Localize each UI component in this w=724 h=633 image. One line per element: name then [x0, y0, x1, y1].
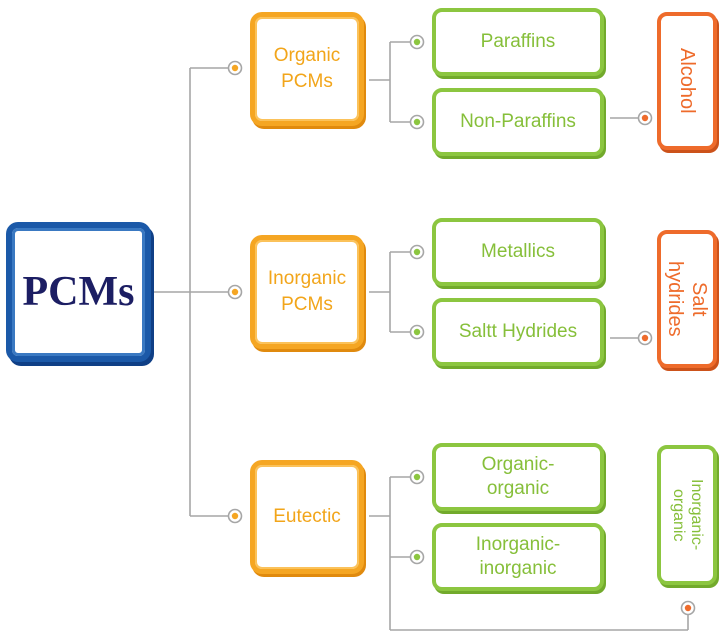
- connector-dot-icon: [227, 60, 243, 76]
- example-alcohol: Alcohol: [657, 12, 717, 150]
- subtype-label: Organic- organic: [481, 454, 555, 499]
- subtype-non-paraffins: Non-Paraffins: [432, 88, 604, 156]
- category-eutectic: Eutectic: [250, 460, 364, 574]
- connector-dot-icon: [680, 600, 696, 616]
- connector-dot-icon: [409, 114, 425, 130]
- example-salt-hydrides: Salt hydrides: [657, 230, 717, 368]
- example-label: Inorganic- organic: [670, 479, 705, 551]
- subtype-label: Inorganic- inorganic: [475, 534, 561, 579]
- category-label: Inorganic PCMs: [267, 268, 347, 315]
- category-inorganic-pcms: Inorganic PCMs: [250, 235, 364, 349]
- category-label: Eutectic: [273, 506, 341, 527]
- example-inorganic-organic: Inorganic- organic: [657, 445, 717, 585]
- connector-dot-icon: [409, 469, 425, 485]
- example-label: Salt hydrides: [664, 261, 710, 337]
- connector-dot-icon: [227, 284, 243, 300]
- connector-dot-icon: [637, 110, 653, 126]
- example-label: Alcohol: [676, 48, 698, 114]
- connector-dot-icon: [227, 508, 243, 524]
- category-label: Organic PCMs: [273, 45, 341, 92]
- connector-dot-icon: [409, 34, 425, 50]
- root-label: PCMs: [22, 269, 135, 315]
- subtype-inorganic-inorganic: Inorganic- inorganic: [432, 523, 604, 591]
- subtype-salt-hydrides: Saltt Hydrides: [432, 298, 604, 366]
- subtype-label: Paraffins: [480, 31, 556, 52]
- subtype-metallics: Metallics: [432, 218, 604, 286]
- connector-dot-icon: [409, 549, 425, 565]
- root-node-pcms: PCMs: [6, 222, 151, 362]
- connector-dot-icon: [409, 244, 425, 260]
- subtype-label: Non-Paraffins: [460, 111, 576, 132]
- subtype-paraffins: Paraffins: [432, 8, 604, 76]
- subtype-label: Saltt Hydrides: [458, 321, 578, 342]
- subtype-organic-organic: Organic- organic: [432, 443, 604, 511]
- connector-dot-icon: [409, 324, 425, 340]
- subtype-label: Metallics: [481, 241, 555, 262]
- category-organic-pcms: Organic PCMs: [250, 12, 364, 126]
- connector-dot-icon: [637, 330, 653, 346]
